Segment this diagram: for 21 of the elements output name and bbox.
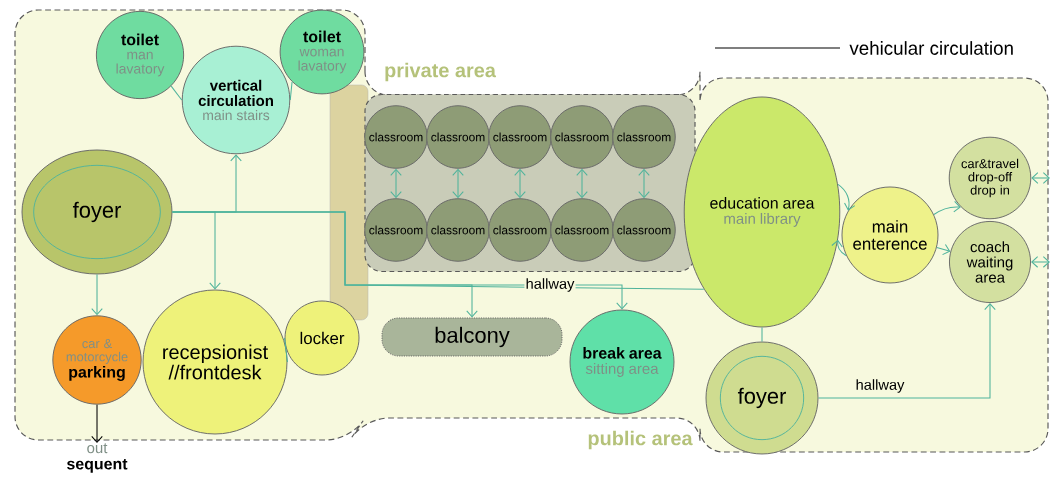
arrow	[1031, 172, 1050, 184]
arrow	[831, 239, 847, 256]
balcony-box: balcony	[381, 317, 563, 357]
arrow	[936, 243, 951, 256]
arrow	[91, 273, 103, 316]
arrow	[390, 168, 402, 199]
area-heading: public area	[588, 430, 693, 450]
arrow	[638, 168, 650, 199]
legend-text: vehicular circulation	[849, 41, 1013, 55]
arrow	[1031, 256, 1050, 268]
area-heading: private area	[385, 62, 496, 82]
arrow	[933, 200, 961, 216]
arrow	[576, 168, 588, 199]
arrow	[171, 211, 628, 310]
arrow	[91, 404, 103, 444]
arrow	[452, 168, 464, 199]
arrow	[817, 303, 996, 399]
arrow	[837, 183, 856, 211]
arrow	[514, 168, 526, 199]
edge-label: hallway	[524, 277, 576, 293]
exit-label: out sequent	[67, 443, 128, 473]
